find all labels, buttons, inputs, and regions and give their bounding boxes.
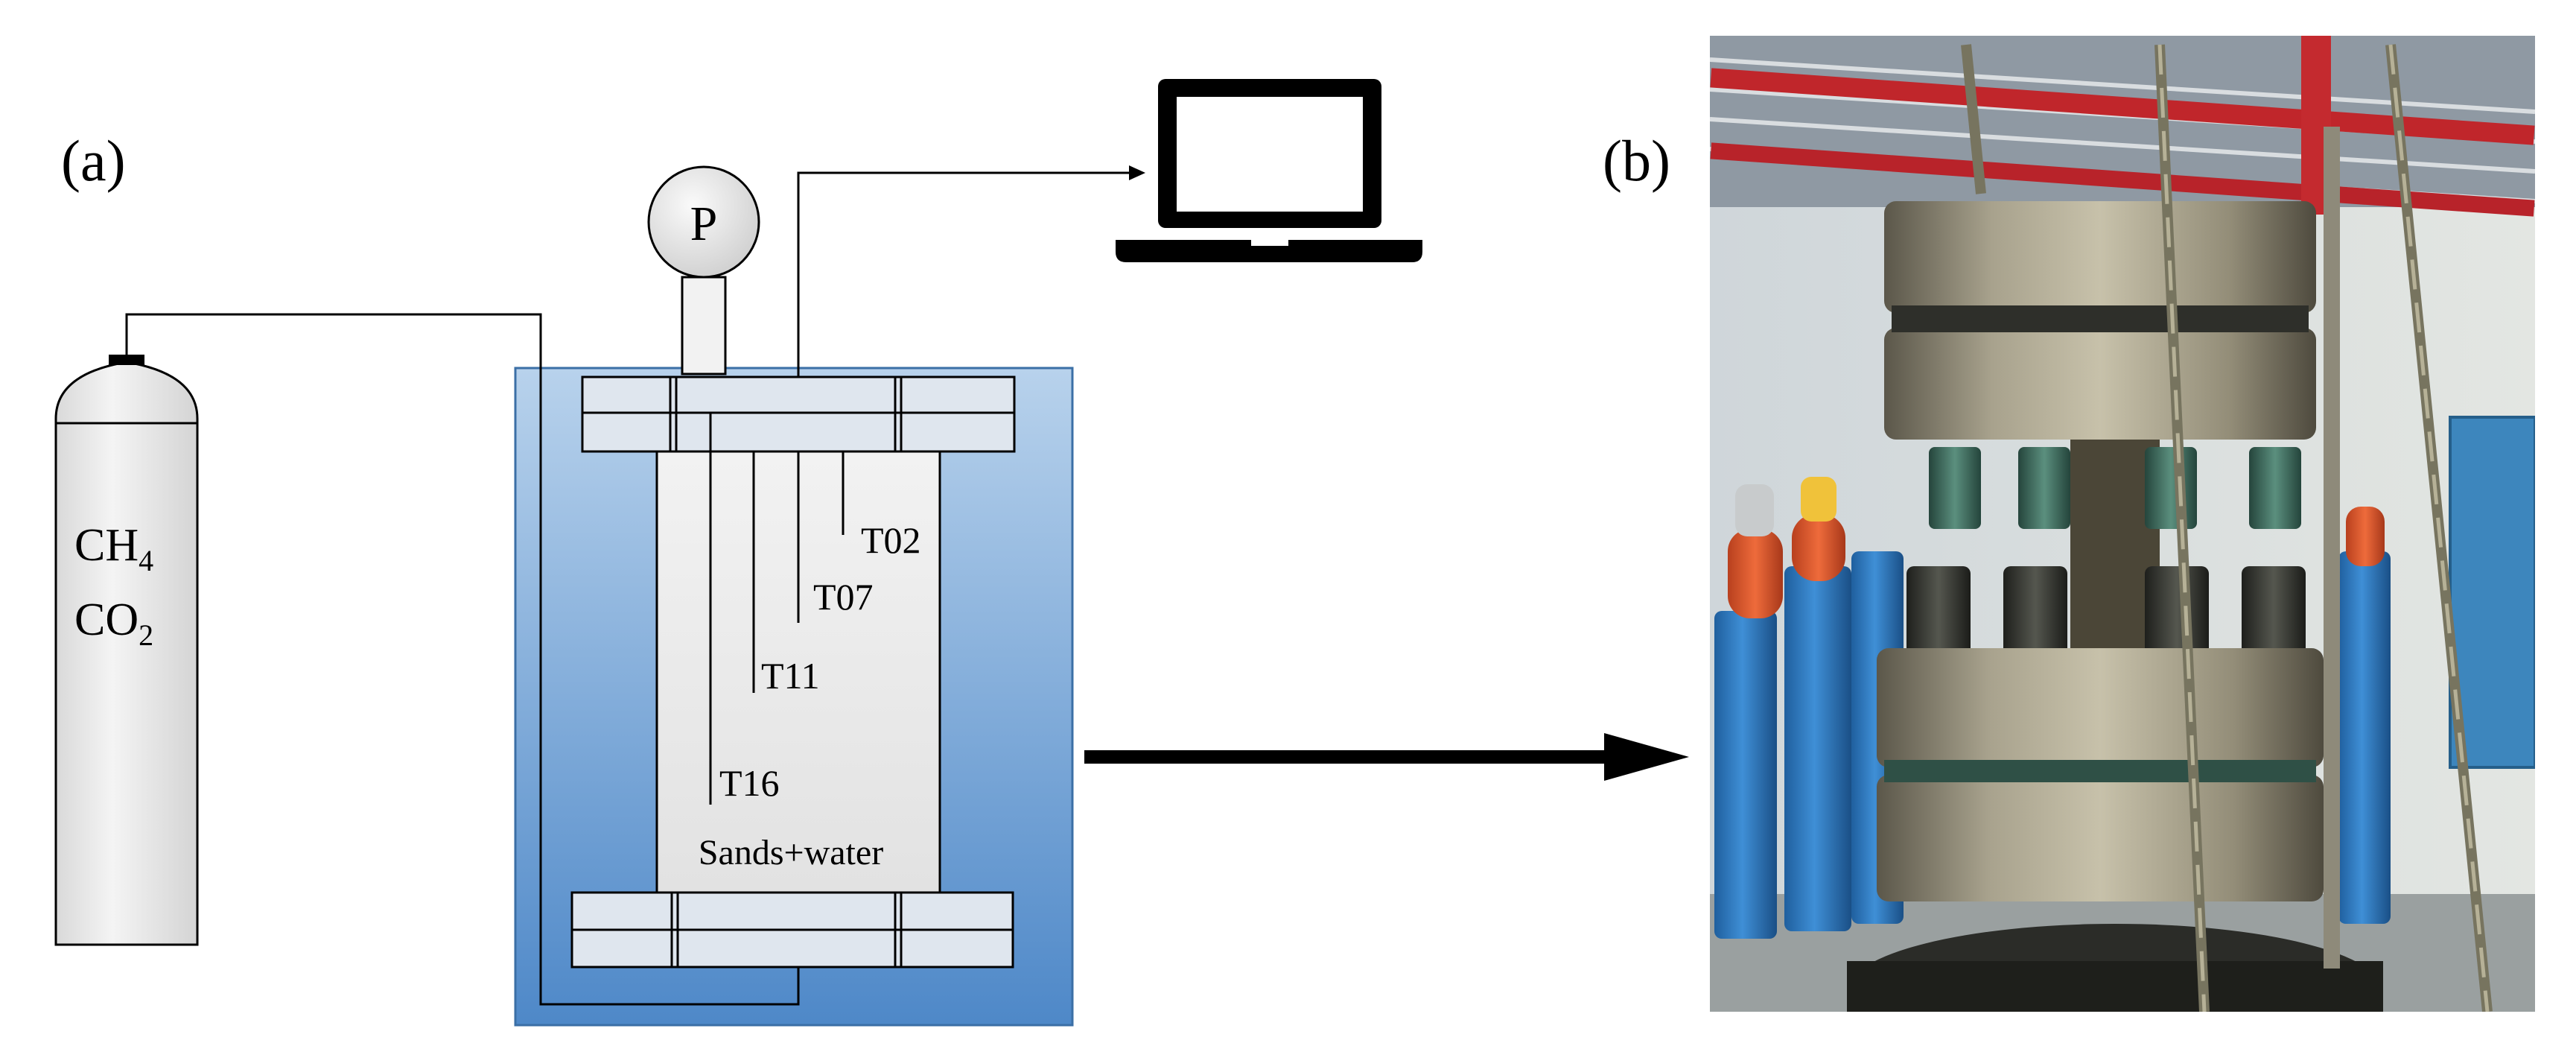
data-line [797, 171, 1132, 377]
pressure-gauge: P [647, 165, 760, 375]
thermocouples: T02 T07 T11 T16 [709, 413, 921, 805]
co2-subscript: 2 [139, 618, 153, 652]
gas-label-co2: CO2 [74, 595, 153, 652]
methane-formula: CH [74, 520, 139, 571]
gas-label-methane: CH4 [74, 520, 153, 577]
reactor-photograph [1710, 36, 2535, 1012]
gas-feed-line [125, 313, 800, 1006]
sensor-label-t07: T07 [813, 576, 874, 618]
gas-cylinder: CH4 CO2 [54, 355, 199, 946]
reactor-content-label: Sands+water [699, 833, 883, 872]
top-flange [581, 375, 1016, 453]
arrow-right-icon [1084, 733, 1689, 781]
panel-b-label: (b) [1603, 128, 1670, 193]
sensor-label-t11: T11 [761, 655, 820, 697]
data-line-arrowhead [1129, 165, 1145, 180]
sensor-label-t02: T02 [861, 519, 921, 561]
cylinder-valve [109, 355, 144, 365]
panel-a-label: (a) [61, 128, 126, 193]
gauge-label: P [690, 197, 718, 251]
laptop-icon [1116, 79, 1422, 262]
sensor-label-t16: T16 [719, 762, 780, 804]
co2-formula: CO [74, 595, 139, 645]
methane-subscript: 4 [139, 544, 153, 577]
bottom-flange [570, 891, 1014, 969]
